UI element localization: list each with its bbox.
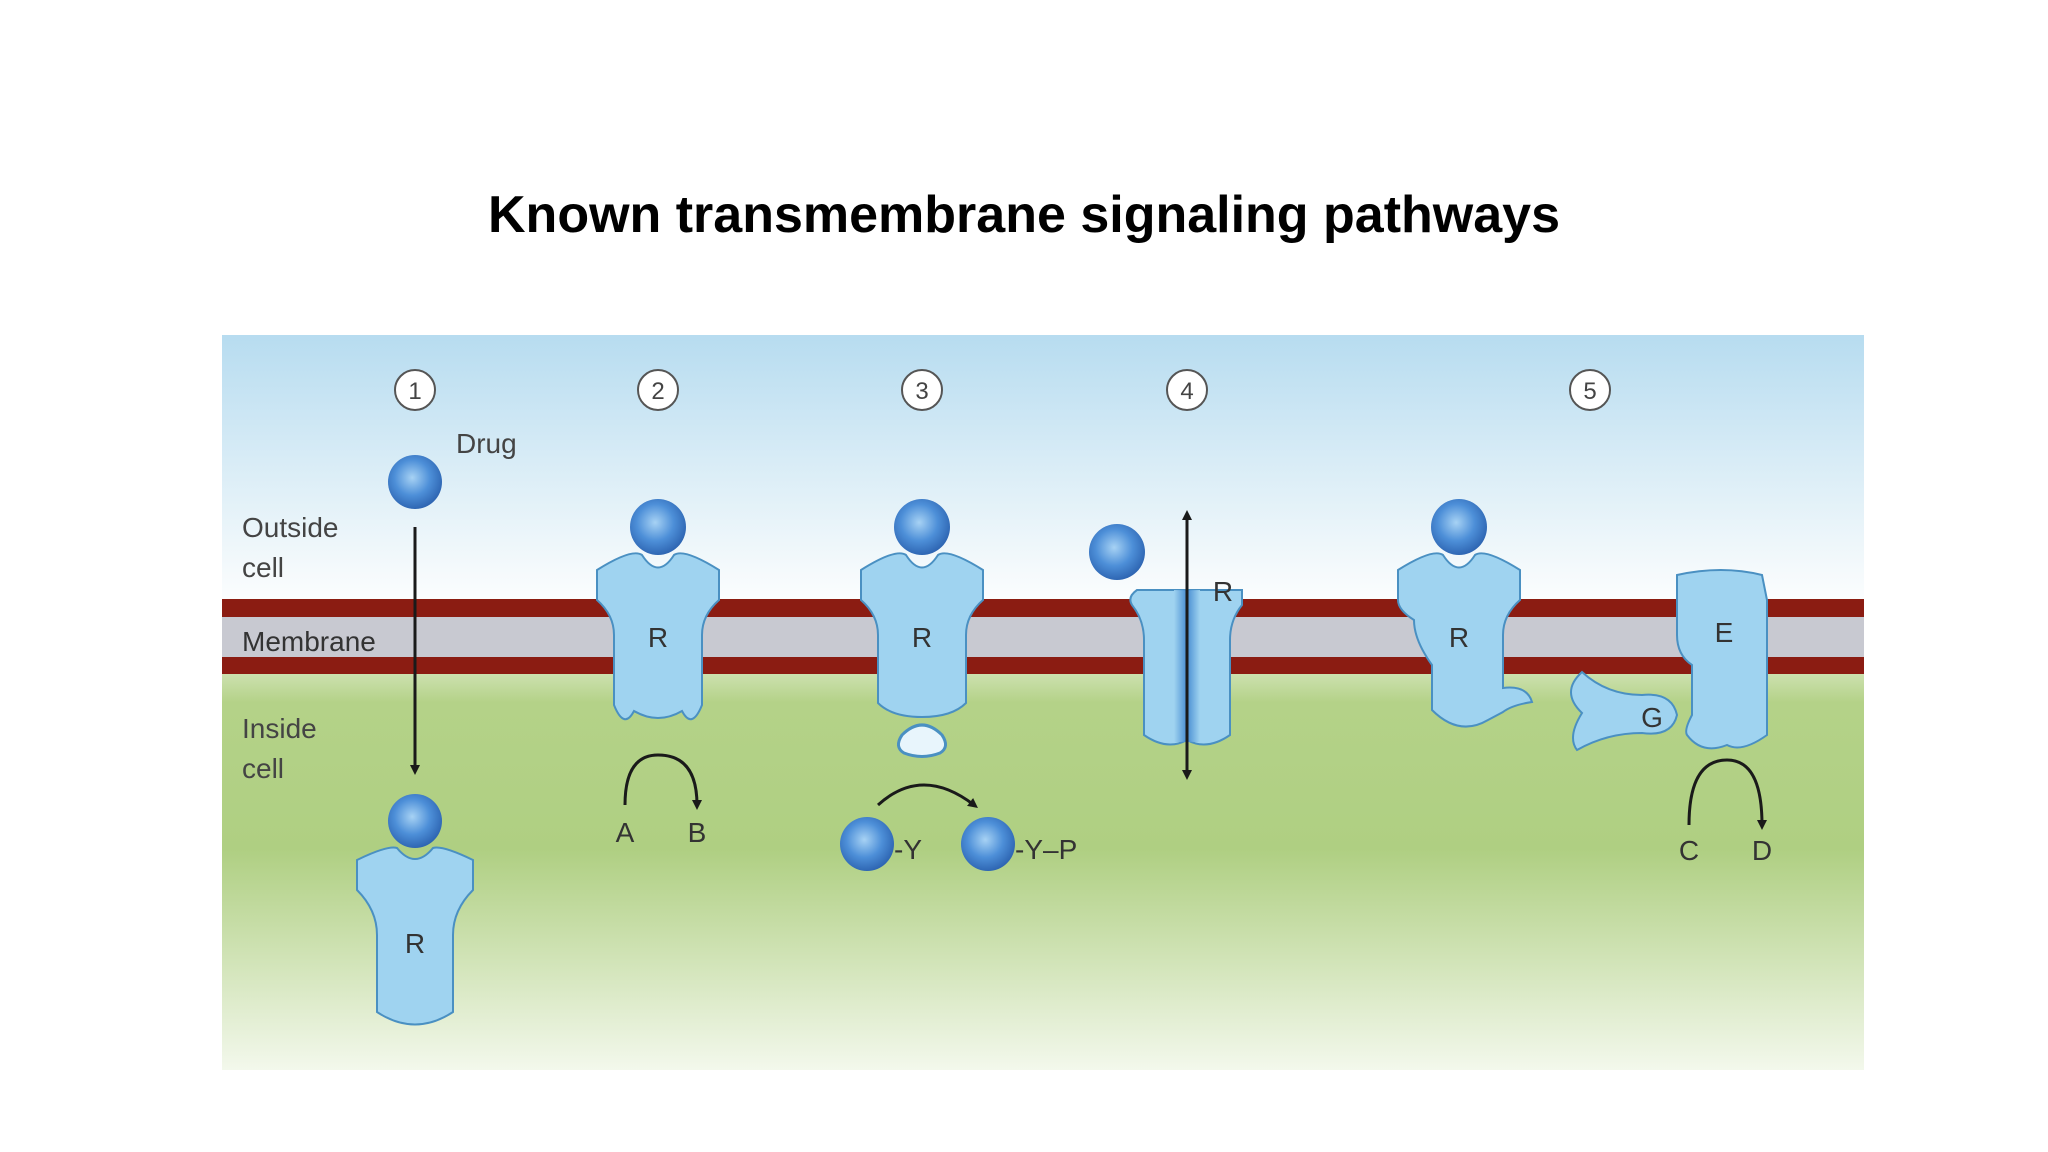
- receptor-label: R: [912, 622, 932, 653]
- inside-cell-label-2: cell: [242, 753, 284, 784]
- receptor-label: R: [1449, 622, 1469, 653]
- pathway-number: 1: [408, 378, 421, 405]
- outside-cell-label-2: cell: [242, 552, 284, 583]
- drug-molecule: [388, 455, 442, 509]
- product-protein: [961, 817, 1015, 871]
- membrane-label: Membrane: [242, 626, 376, 657]
- product-label: B: [688, 817, 707, 848]
- g-protein: [1570, 670, 1679, 752]
- receptor-label: R: [648, 622, 668, 653]
- drug-label: Drug: [456, 428, 517, 459]
- drug-molecule: [894, 499, 950, 555]
- g-protein-coupled-receptor: [1397, 552, 1534, 728]
- pathway-number: 2: [651, 378, 664, 405]
- drug-molecule: [630, 499, 686, 555]
- drug-molecule: [1089, 524, 1145, 580]
- g-protein-label: G: [1641, 702, 1663, 733]
- kinase-domain: [897, 723, 947, 758]
- pathway-number: 5: [1583, 378, 1596, 405]
- pathway-number: 4: [1180, 378, 1193, 405]
- cell-membrane: [222, 599, 1864, 674]
- phosphorylation-arrow: [876, 783, 978, 809]
- pathway-2: 2 R A B: [596, 369, 720, 848]
- inside-cell-label: Inside: [242, 713, 317, 744]
- drug-molecule: [388, 794, 442, 848]
- effector-protein: [1676, 569, 1768, 750]
- region-labels: Outside cell Membrane Inside cell: [242, 512, 376, 784]
- pathway-5: 5 R G E C D: [1397, 369, 1772, 866]
- pathway-number: 3: [915, 378, 928, 405]
- slide-title: Known transmembrane signaling pathways: [488, 186, 1560, 244]
- catalysis-arrow: [623, 753, 702, 810]
- kinase-receptor: [860, 552, 984, 719]
- effector-arrow: [1687, 758, 1767, 830]
- effector-label: E: [1715, 617, 1734, 648]
- enzyme-receptor: [596, 552, 720, 721]
- pathway-3: 3 R -Y -Y–P: [840, 369, 1077, 871]
- substrate-label: -Y: [894, 834, 922, 865]
- pathway-1: 1 Drug R: [356, 369, 517, 1026]
- substrate-label: C: [1679, 835, 1699, 866]
- substrate-protein: [840, 817, 894, 871]
- substrate-label: A: [616, 817, 635, 848]
- receptor-label: R: [405, 928, 425, 959]
- product-label: -Y–P: [1015, 834, 1077, 865]
- drug-molecule: [1431, 499, 1487, 555]
- pathway-4: 4 R: [1089, 369, 1243, 780]
- signaling-diagram: Outside cell Membrane Inside cell 1 Drug…: [222, 335, 1864, 1070]
- receptor-label: R: [1213, 576, 1233, 607]
- intracellular-receptor: [356, 846, 474, 1026]
- outside-cell-label: Outside: [242, 512, 339, 543]
- product-label: D: [1752, 835, 1772, 866]
